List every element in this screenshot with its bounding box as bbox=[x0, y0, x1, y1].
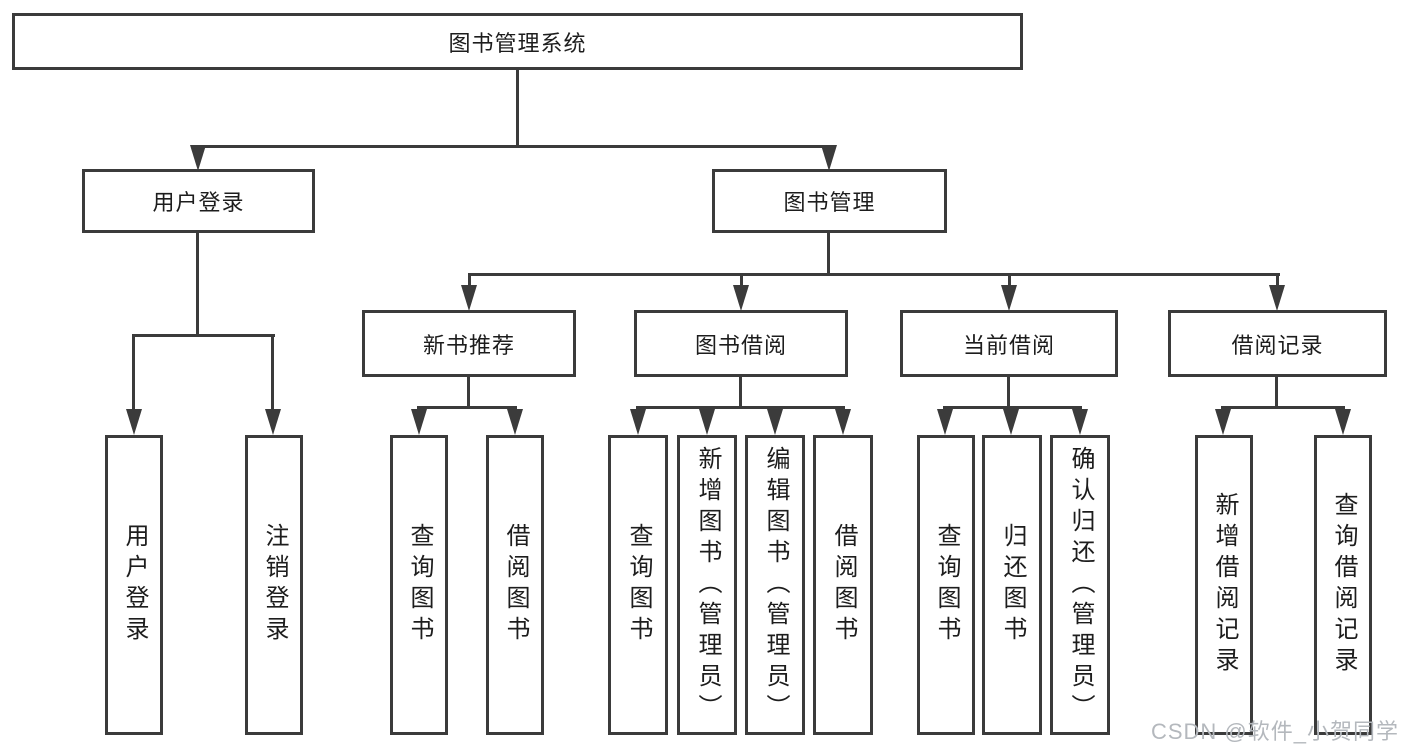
leaf-borrow-books: 借阅图书 bbox=[486, 435, 544, 735]
node-user-login: 用户登录 bbox=[82, 169, 315, 233]
node-library-management-system: 图书管理系统 bbox=[12, 13, 1023, 70]
arrow-down-icon bbox=[1003, 409, 1019, 435]
connector-branch bbox=[636, 406, 845, 409]
arrow-down-icon bbox=[821, 145, 837, 171]
node-label: 图书管理 bbox=[783, 190, 876, 215]
leaf-query-borrow-record: 查询借阅记录 bbox=[1314, 435, 1372, 735]
connector-root-stem bbox=[516, 70, 519, 148]
arrow-down-icon bbox=[507, 409, 523, 435]
node-book-borrowing: 图书借阅 bbox=[634, 310, 848, 377]
node-current-borrowing: 当前借阅 bbox=[900, 310, 1118, 377]
leaf-user-login: 用户登录 bbox=[105, 435, 163, 735]
leaf-query-books: 查询图书 bbox=[390, 435, 448, 735]
connector-stem bbox=[1007, 377, 1010, 409]
connector-stem bbox=[739, 377, 742, 409]
connector-root-branch bbox=[197, 145, 831, 148]
leaf-label: 查询图书 bbox=[625, 523, 652, 647]
arrow-down-icon bbox=[699, 409, 715, 435]
connector-drop bbox=[132, 334, 135, 412]
connector-stem bbox=[1275, 377, 1278, 409]
connector-branch bbox=[943, 406, 1082, 409]
connector-stem bbox=[467, 377, 470, 409]
node-label: 借阅记录 bbox=[1231, 332, 1324, 358]
arrow-down-icon bbox=[265, 409, 281, 435]
leaf-label: 借阅图书 bbox=[502, 523, 529, 647]
node-label: 图书管理系统 bbox=[448, 30, 587, 56]
node-book-management: 图书管理 bbox=[712, 169, 947, 233]
leaf-label: 查询图书 bbox=[406, 523, 433, 647]
leaf-logout: 注销登录 bbox=[245, 435, 303, 735]
leaf-label: 查询借阅记录 bbox=[1330, 492, 1357, 678]
connector-book-mgmt-stem bbox=[827, 233, 830, 276]
arrow-down-icon bbox=[767, 409, 783, 435]
connector-branch bbox=[417, 406, 517, 409]
leaf-label: 用户登录 bbox=[121, 523, 148, 647]
connector-book-mgmt-branch bbox=[468, 273, 1280, 276]
leaf-label: 借阅图书 bbox=[830, 523, 857, 647]
leaf-label: 新增借阅记录 bbox=[1211, 492, 1238, 678]
connector-drop bbox=[1276, 273, 1279, 289]
leaf-confirm-return-admin: 确认归还（管理员） bbox=[1050, 435, 1110, 735]
arrow-down-icon bbox=[411, 409, 427, 435]
leaf-query-books: 查询图书 bbox=[917, 435, 975, 735]
arrow-down-icon bbox=[1269, 285, 1285, 311]
arrow-down-icon bbox=[461, 285, 477, 311]
leaf-label: 确认归还（管理员） bbox=[1067, 445, 1094, 725]
connector-user-login-stem bbox=[196, 233, 199, 337]
csdn-watermark: CSDN @软件_小贺同学 bbox=[1150, 719, 1399, 744]
node-borrowing-records: 借阅记录 bbox=[1168, 310, 1387, 377]
leaf-add-books-admin: 新增图书（管理员） bbox=[677, 435, 737, 735]
node-label: 图书借阅 bbox=[694, 332, 787, 358]
leaf-label: 查询图书 bbox=[933, 523, 960, 647]
connector-drop bbox=[1008, 273, 1011, 289]
node-new-book-recommendation: 新书推荐 bbox=[362, 310, 576, 377]
leaf-label: 编辑图书（管理员） bbox=[762, 445, 789, 725]
arrow-down-icon bbox=[1072, 409, 1088, 435]
connector-drop bbox=[271, 334, 274, 412]
arrow-down-icon bbox=[190, 145, 206, 171]
arrow-down-icon bbox=[835, 409, 851, 435]
connector-drop bbox=[468, 273, 471, 289]
node-label: 当前借阅 bbox=[962, 332, 1055, 358]
arrow-down-icon bbox=[126, 409, 142, 435]
arrow-down-icon bbox=[733, 285, 749, 311]
leaf-label: 新增图书（管理员） bbox=[694, 445, 721, 725]
node-label: 新书推荐 bbox=[422, 332, 515, 358]
leaf-edit-books-admin: 编辑图书（管理员） bbox=[745, 435, 805, 735]
arrow-down-icon bbox=[937, 409, 953, 435]
leaf-return-books: 归还图书 bbox=[982, 435, 1042, 735]
arrow-down-icon bbox=[1001, 285, 1017, 311]
leaf-query-books: 查询图书 bbox=[608, 435, 668, 735]
leaf-label: 注销登录 bbox=[261, 523, 288, 647]
arrow-down-icon bbox=[1215, 409, 1231, 435]
connector-user-login-branch bbox=[132, 334, 275, 337]
arrow-down-icon bbox=[1335, 409, 1351, 435]
connector-branch bbox=[1221, 406, 1345, 409]
leaf-add-borrow-record: 新增借阅记录 bbox=[1195, 435, 1253, 735]
leaf-borrow-books: 借阅图书 bbox=[813, 435, 873, 735]
connector-drop bbox=[740, 273, 743, 289]
arrow-down-icon bbox=[630, 409, 646, 435]
leaf-label: 归还图书 bbox=[999, 523, 1026, 647]
node-label: 用户登录 bbox=[152, 190, 245, 215]
